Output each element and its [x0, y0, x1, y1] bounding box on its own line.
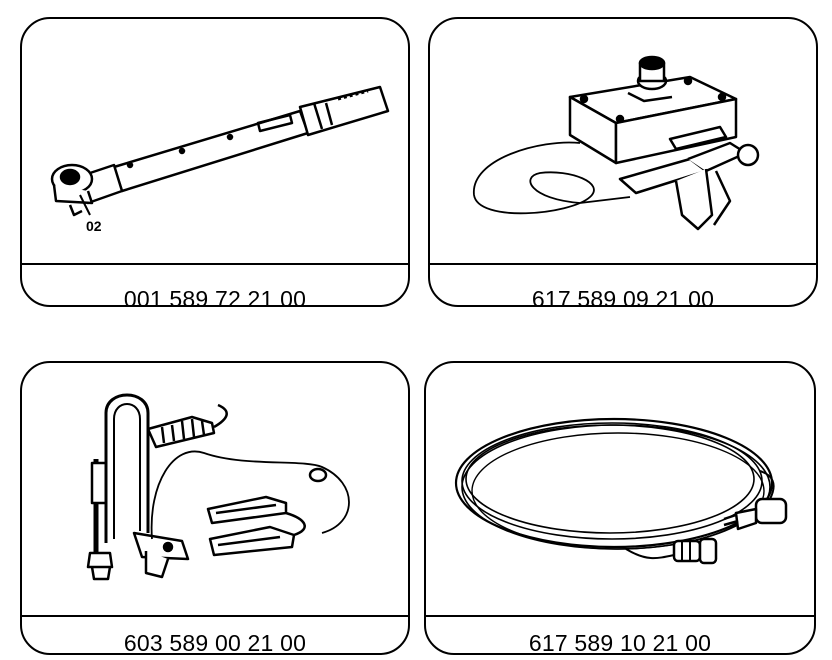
part-number: 001 589 72 21 00: [123, 286, 307, 307]
tester-box-with-probe-icon: [473, 55, 760, 231]
tool-card-torque-wrench: 02 001 589 72 21 00: [20, 17, 410, 307]
card-divider: [22, 263, 408, 265]
card-divider: [426, 615, 814, 617]
part-number: 603 589 00 21 00: [123, 630, 307, 655]
sensor-cable-with-clamps-icon: [86, 393, 350, 581]
card-divider: [430, 263, 816, 265]
torque-wrench-icon: 02: [50, 85, 390, 234]
tool-card-coiled-cable: 617 589 10 21 00: [424, 361, 816, 655]
callout-label: 02: [86, 218, 102, 234]
part-number: 617 589 09 21 00: [531, 286, 715, 307]
part-number: 617 589 10 21 00: [528, 630, 712, 655]
coiled-cable-with-connector-icon: [454, 417, 788, 565]
card-divider: [22, 615, 408, 617]
tool-card-tester-box: 617 589 09 21 00: [428, 17, 818, 307]
tool-card-sensor-cable: 603 589 00 21 00: [20, 361, 410, 655]
